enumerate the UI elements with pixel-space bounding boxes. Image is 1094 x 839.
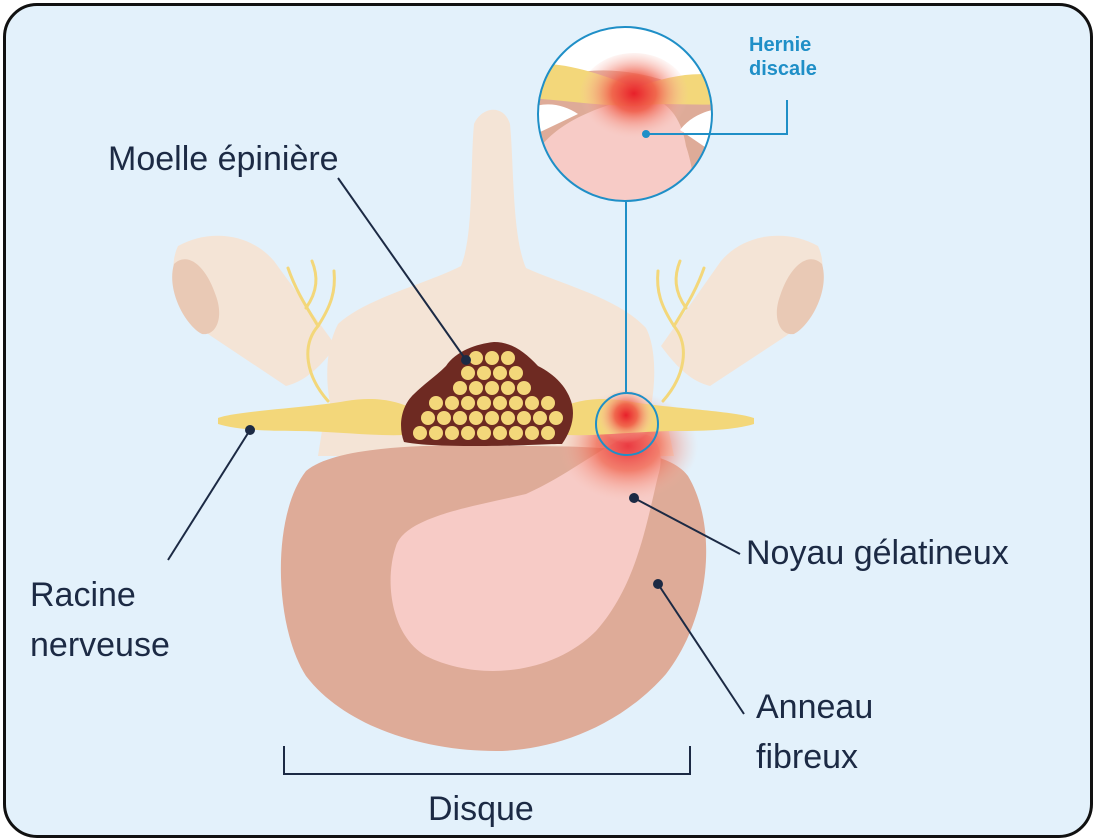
label-disc: Disque: [428, 790, 534, 828]
cord-fiber-dot: [485, 411, 499, 425]
cord-fiber-dot: [493, 396, 507, 410]
label-nucleus: Noyau gélatineux: [746, 534, 1009, 572]
cord-fiber-dot: [501, 411, 515, 425]
label-annulus-line2: fibreux: [756, 738, 858, 776]
cord-fiber-dot: [549, 411, 563, 425]
cord-fiber-dot: [453, 411, 467, 425]
cord-fiber-dot: [533, 411, 547, 425]
cord-fiber-dot: [525, 426, 539, 440]
cord-fiber-dot: [541, 396, 555, 410]
cord-fiber-dot: [461, 396, 475, 410]
cord-fiber-dot: [493, 366, 507, 380]
diagram-frame: Moelle épinière Racine nerveuse Noyau gé…: [3, 3, 1093, 838]
cord-fiber-dot: [429, 396, 443, 410]
cord-fiber-dot: [501, 381, 515, 395]
label-annulus-line1: Anneau: [756, 688, 873, 726]
cord-fiber-dot: [461, 426, 475, 440]
cord-fiber-dot: [477, 426, 491, 440]
label-spinal-cord: Moelle épinière: [108, 140, 339, 178]
spine-cross-section-diagram: Moelle épinière Racine nerveuse Noyau gé…: [6, 6, 1090, 835]
label-nerve-root-line2: nerveuse: [30, 626, 170, 664]
cord-fiber-dot: [509, 426, 523, 440]
cord-fiber-dot: [485, 351, 499, 365]
cord-fiber-dot: [413, 426, 427, 440]
cord-fiber-dot: [517, 381, 531, 395]
cord-fiber-dot: [517, 411, 531, 425]
cord-fiber-dot: [453, 381, 467, 395]
hernia-zoom-view: [531, 26, 721, 206]
cord-fiber-dot: [445, 396, 459, 410]
label-nerve-root-line1: Racine: [30, 576, 136, 614]
cord-fiber-dot: [421, 411, 435, 425]
label-hernia-line2: discale: [749, 58, 817, 80]
cord-fiber-dot: [429, 426, 443, 440]
cord-fiber-dot: [525, 396, 539, 410]
cord-fiber-dot: [445, 426, 459, 440]
cord-fiber-dot: [461, 366, 475, 380]
cord-fiber-dot: [477, 396, 491, 410]
cord-fiber-dot: [469, 411, 483, 425]
cord-fiber-dot: [437, 411, 451, 425]
cord-fiber-dot: [469, 351, 483, 365]
cord-fiber-dot: [493, 426, 507, 440]
cord-fiber-dot: [501, 351, 515, 365]
cord-fiber-dot: [477, 366, 491, 380]
cord-fiber-dot: [469, 381, 483, 395]
cord-fiber-dot: [485, 381, 499, 395]
cord-fiber-dot: [509, 396, 523, 410]
label-hernia-line1: Hernie: [749, 34, 811, 56]
cord-fiber-dot: [509, 366, 523, 380]
cord-fiber-dot: [541, 426, 555, 440]
